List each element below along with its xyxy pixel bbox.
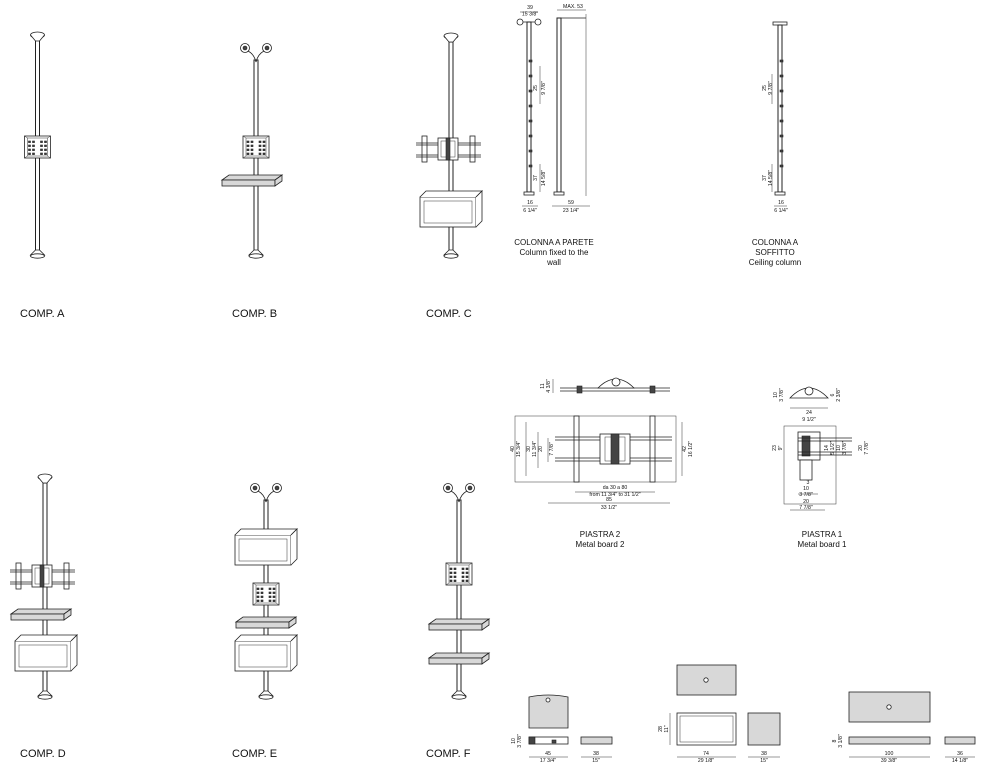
shelf-medium-width-imperial: 29 1/8" [698,758,714,764]
ceiling-base-metric: 16 [778,200,784,206]
comp-e-drawing [234,483,298,700]
wall-base-right-metric: 59 [568,200,574,206]
wall-max: MAX. 53 [563,4,583,10]
p1-top-height-imperial: 3 7/8" [779,388,785,402]
p1-top-width-imperial: 9 1/2" [802,417,816,423]
piastra1-caption-1: PIASTRA 1 [802,530,843,539]
p1-right-height-metric: 20 [858,445,864,451]
shelf-small-height-imperial: 3 7/8" [517,734,523,748]
p2-inner-height-a-metric: 30 [526,446,532,452]
p1-top-side-metric: 6 [830,393,836,396]
ceiling-upper-height-metric: 25 [762,85,768,91]
p2-inner-height-b-imperial: 7 7/8" [549,442,555,456]
shelf-small-width-imperial: 17 3/4" [540,758,556,764]
ceiling-column-drawing [771,21,788,207]
p2-total-width-metric: 85 [606,497,612,503]
wall-column-caption-3: wall [546,258,561,267]
ceiling-lower-height-imperial: 14 5/8" [768,170,774,186]
comp-b-drawing [221,43,283,259]
piastra2-caption-1: PIASTRA 2 [580,530,621,539]
piastra1-drawing [783,386,852,511]
wall-column-drawing [516,9,590,207]
piastra1-caption-2: Metal board 1 [798,540,847,549]
ceiling-upper-height-imperial: 9 7/8" [768,81,774,95]
shelf-small-depth-imperial: 15" [592,758,600,764]
shelf-small-height-metric: 10 [511,738,517,744]
p2-right-height-imperial: 16 1/2" [688,441,694,457]
wall-lower-height-metric: 37 [533,175,539,181]
ceiling-lower-height-metric: 37 [762,175,768,181]
ceiling-column-caption-2: SOFFITTO [755,248,794,257]
p1-bottom-a-imperial: 3 7/8" [799,492,813,498]
p1-bottom-a-metric: 10 [803,486,809,492]
comp-c-drawing [415,32,483,259]
ceiling-base-imperial: 6 1/4" [774,208,788,214]
p2-range-metric: da 30 a 80 [603,485,628,491]
piastra2-caption-2: Metal board 2 [576,540,625,549]
piastra2-drawing [514,377,683,504]
wall-column-caption-2: Column fixed to the [520,248,589,257]
p1-left-height-metric: 23 [772,445,778,451]
p2-top-thickness-imperial: 4 3/8" [546,379,552,393]
p1-inner-a-imperial: 5 1/2" [830,441,836,455]
p2-outer-height-imperial: 15 3/4" [516,441,522,457]
shelf-large-depth-metric: 36 [957,751,963,757]
comp-f-drawing [428,483,490,700]
shelf-large-height-imperial: 3 1/8" [838,734,844,748]
p1-bottom-b-imperial: 7 7/8" [799,505,813,511]
wall-upper-height-imperial: 9 7/8" [541,81,547,95]
comp-a-label: COMP. A [20,308,65,320]
comp-b-label: COMP. B [232,308,277,320]
p1-left-height-imperial: 9" [778,445,784,450]
shelf-medium-height-imperial: 11" [664,725,670,732]
p2-outer-height-metric: 40 [510,446,516,452]
ceiling-column-caption-3: Ceiling column [749,258,801,267]
shelf-large-width-imperial: 39 3/8" [881,758,897,764]
shelf-medium-depth-imperial: 15" [760,758,768,764]
wall-lower-height-imperial: 14 5/8" [541,170,547,186]
p1-top-side-imperial: 2 3/8" [836,388,842,402]
p2-total-width-imperial: 33 1/2" [601,505,617,511]
wall-base-left-imperial: 6 1/4" [523,208,537,214]
shelf-medium-width-metric: 74 [703,751,709,757]
comp-d-label: COMP. D [20,748,66,760]
wall-upper-height-metric: 25 [533,85,539,91]
shelf-medium-depth-metric: 38 [761,751,767,757]
shelf-medium-height-metric: 28 [658,726,664,732]
p1-inner-a-metric: 14 [824,445,830,451]
wall-top-width-imperial: 15 3/8" [522,12,538,18]
shelf-large-height-metric: 8 [832,739,838,742]
comp-e-label: COMP. E [232,748,277,760]
comp-c-label: COMP. C [426,308,472,320]
p2-inner-height-a-imperial: 11 3/4" [532,441,538,457]
wall-base-right-imperial: 23 1/4" [563,208,579,214]
p1-top-width-metric: 24 [806,410,812,416]
shelf-large-width-metric: 100 [885,751,894,757]
p1-inner-b-metric: 10 [836,445,842,451]
p1-inner-b-imperial: 3 7/8" [842,441,848,455]
p2-range-imperial: from 11 3/4" to 31 1/2" [589,492,640,498]
ceiling-column-caption-1: COLONNA A [752,238,799,247]
shelf-large-drawing [848,691,976,758]
wall-top-width-metric: 39 [527,5,533,11]
p2-right-height-metric: 42 [682,446,688,452]
p1-small: 3 [807,480,810,486]
shelf-small-drawing [528,694,613,758]
wall-column-caption-1: COLONNA A PARETE [514,238,593,247]
shelf-medium-drawing [669,664,781,758]
p2-top-thickness-metric: 11 [540,383,546,388]
p1-top-height-metric: 10 [773,392,779,398]
shelf-large-depth-imperial: 14 1/8" [952,758,968,764]
wall-base-left-metric: 16 [527,200,533,206]
p1-right-height-imperial: 7 7/8" [864,441,870,455]
shelf-small-depth-metric: 38 [593,751,599,757]
comp-a-drawing [24,31,51,259]
p1-bottom-b-metric: 20 [803,499,809,505]
p2-inner-height-b-metric: 20 [538,446,544,452]
shelf-small-width-metric: 45 [545,751,551,757]
comp-f-label: COMP. F [426,748,471,760]
comp-d-drawing [9,473,78,700]
